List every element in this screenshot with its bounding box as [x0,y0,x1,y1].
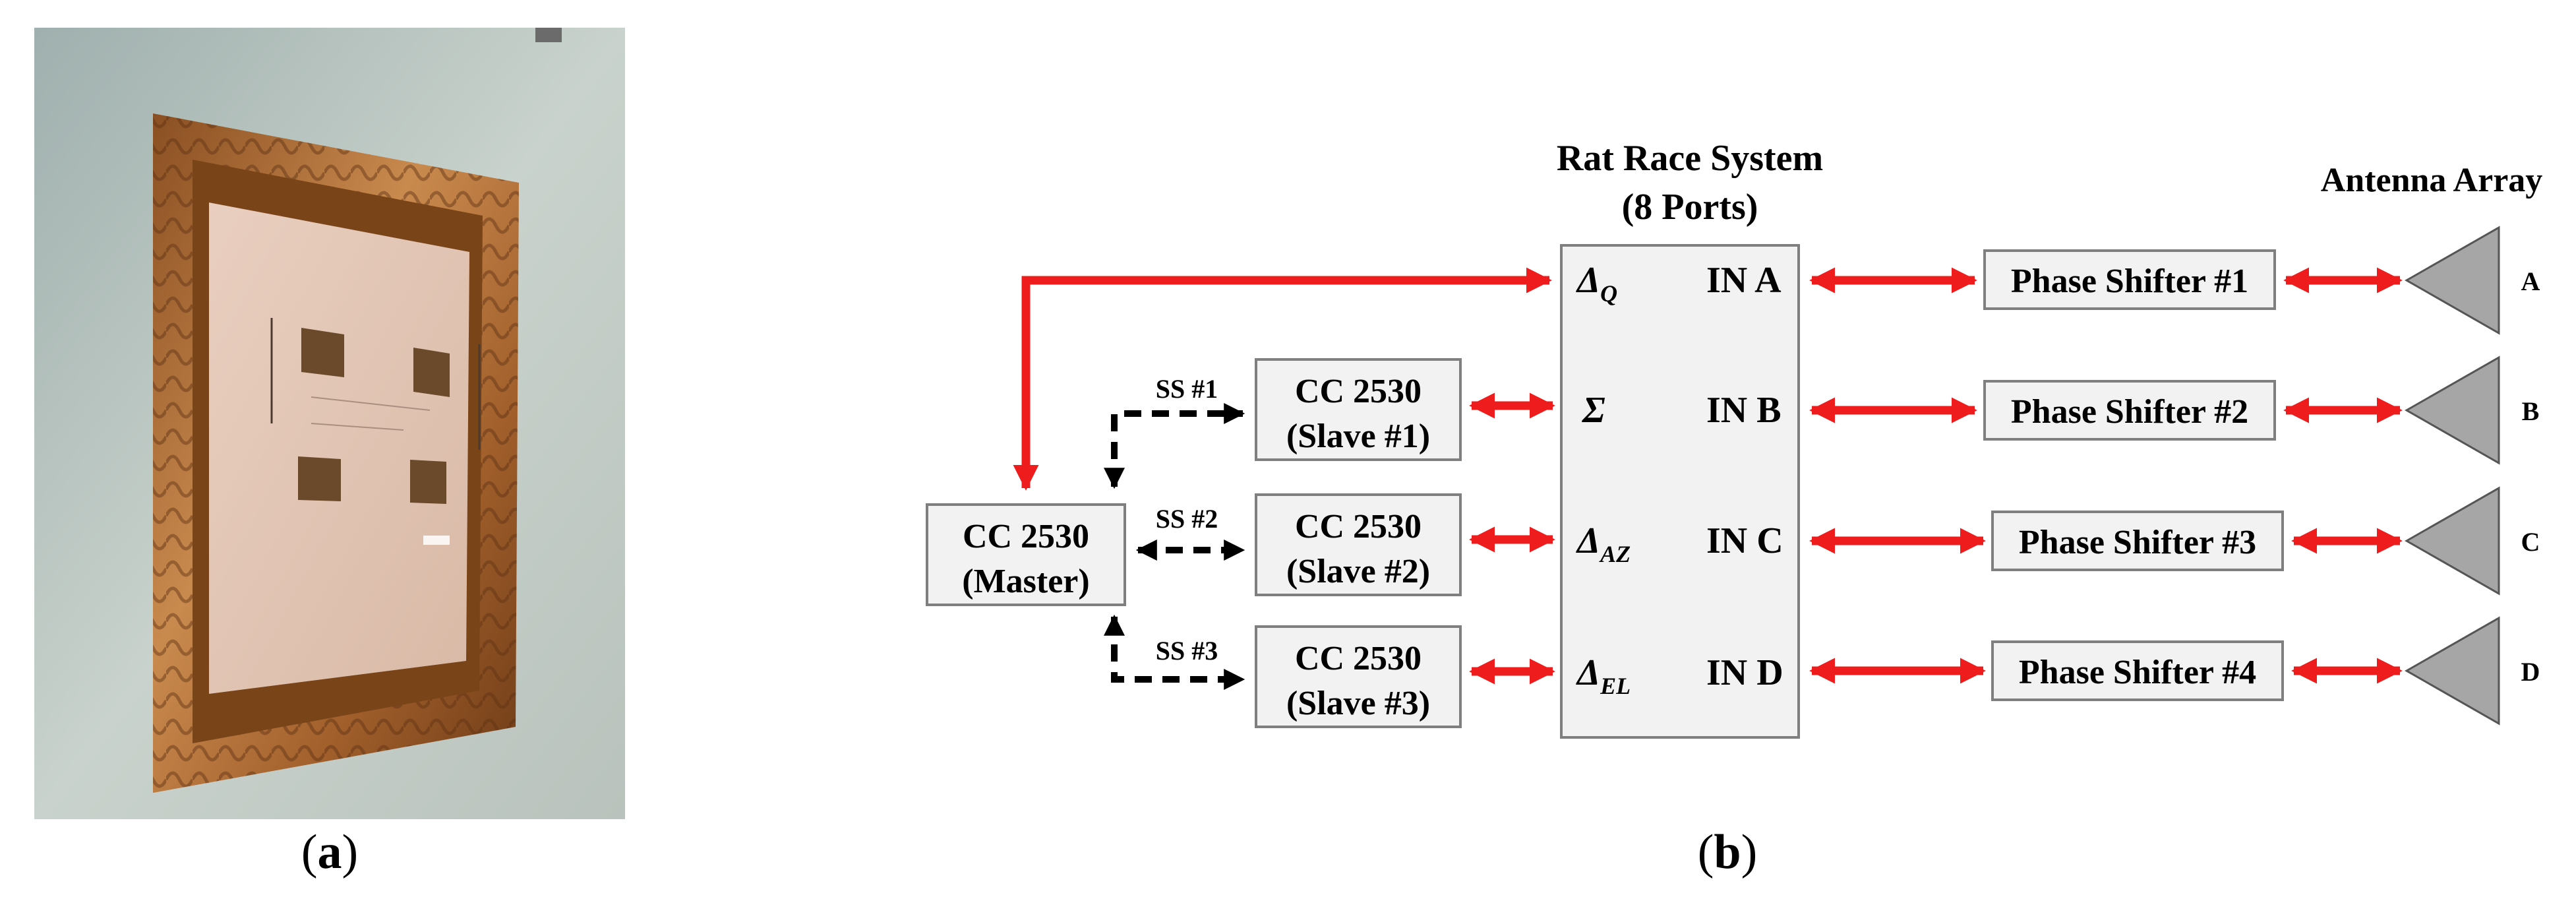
ss1-link [1103,402,1245,489]
phase-shifter-3: Phase Shifter #3 [1991,511,2284,571]
antenna-c: C [2404,486,2540,596]
svg-text:ΔEL: ΔEL [1576,652,1631,699]
in-c-label: IN C [1706,520,1783,561]
phase-shifter-4: Phase Shifter #4 [1991,640,2284,701]
phase-shifter-2: Phase Shifter #2 [1983,380,2276,441]
caption-b-letter: b [1714,825,1741,879]
slave-2-line2: (Slave #2) [1286,553,1430,590]
slave-3: CC 2530 (Slave #3) [1255,625,1462,728]
antenna-c-label: C [2521,527,2540,557]
antenna-photo [34,28,625,819]
antenna-d-label: D [2521,657,2540,687]
antenna-b: B [2404,356,2540,465]
master-box [926,503,1126,606]
port-sigma: Σ [1582,390,1605,431]
antenna-a-label: A [2521,266,2540,296]
phase-shifter-3-label: Phase Shifter #3 [2019,524,2256,561]
rat-race-box [1560,244,1800,739]
caption-a-letter: a [317,825,342,879]
phase-shifter-1-label: Phase Shifter #1 [2011,263,2248,300]
master-to-delta-q-arrow [1013,267,1552,491]
caption-a: (a) [301,825,359,879]
svg-text:Σ: Σ [1582,390,1605,431]
ss3-link [1103,614,1245,691]
slave-1-line1: CC 2530 [1295,373,1422,410]
antenna-d: D [2404,616,2540,726]
in-d-label: IN D [1706,652,1783,693]
svg-text:ΔQ: ΔQ [1576,260,1617,307]
slave-1: CC 2530 (Slave #1) [1255,358,1462,461]
slave-1-line2: (Slave #1) [1286,418,1430,455]
ss2-label: SS #2 [1156,504,1218,534]
svg-text:ΔAZ: ΔAZ [1576,520,1631,567]
rat-race-title-line2: (8 Ports) [1622,187,1758,228]
port-delta-az: ΔAZ [1576,520,1631,567]
in-b-label: IN B [1706,390,1782,431]
slave-3-line1: CC 2530 [1295,640,1422,677]
ss3-label: SS #3 [1156,636,1218,666]
antenna-b-label: B [2522,396,2540,426]
photo-illustration [34,28,625,819]
in-a-label: IN A [1706,260,1782,301]
rat-race-title-line1: Rat Race System [1557,138,1823,179]
master-label-line1: CC 2530 [963,518,1089,555]
antenna-a: A [2404,226,2540,335]
port-delta-el: ΔEL [1576,652,1631,699]
port-delta-q: ΔQ [1576,260,1617,307]
phase-shifter-4-label: Phase Shifter #4 [2019,654,2256,691]
phase-shifter-1: Phase Shifter #1 [1983,249,2276,310]
phase-shifter-2-label: Phase Shifter #2 [2011,393,2248,431]
slave-2: CC 2530 (Slave #2) [1255,493,1462,596]
caption-b: (b) [1697,825,1758,879]
slave-3-line2: (Slave #3) [1286,685,1430,722]
ss1-label: SS #1 [1156,374,1218,404]
slave-2-line1: CC 2530 [1295,508,1422,545]
antenna-array-title: Antenna Array [2321,162,2543,199]
master-label-line2: (Master) [962,563,1089,600]
